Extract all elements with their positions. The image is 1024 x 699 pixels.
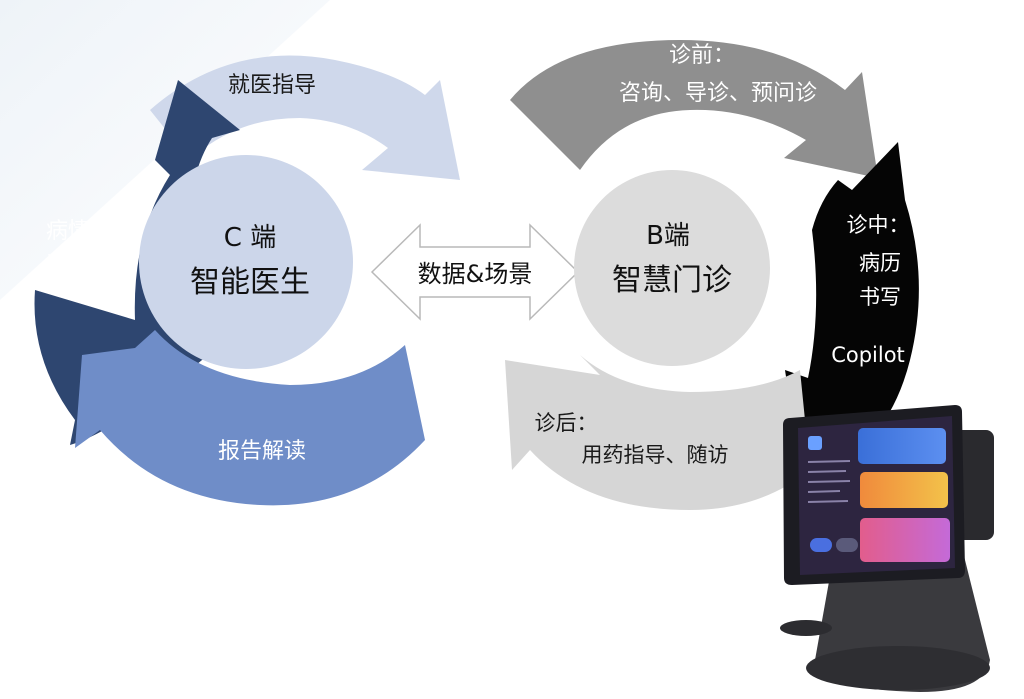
c-title-line1: C 端 — [224, 223, 276, 253]
center-link-label: 数据&场景 — [418, 260, 533, 288]
c-left-arrow-label-line2: 咨询 — [46, 253, 90, 278]
c-top-arrow-label: 就医指导 — [228, 73, 316, 98]
b-right-label-line2: 病历 — [859, 251, 901, 275]
c-left-arrow-label-line1: 病情 — [46, 219, 90, 244]
tablet-kiosk-icon — [780, 405, 994, 692]
b-right-label-line1: 诊中： — [847, 213, 910, 237]
c-top-arrow — [150, 55, 460, 180]
b-bottom-label-line1: 诊后： — [535, 411, 598, 435]
c-bottom-arrow — [75, 330, 425, 506]
b-top-arrow — [510, 40, 878, 178]
b-top-label-line2: 咨询、导诊、预问诊 — [619, 81, 817, 106]
b-bottom-label-line2: 用药指导、随访 — [582, 443, 729, 467]
b-top-label-line1: 诊前： — [669, 43, 735, 68]
c-title-line2: 智能医生 — [190, 265, 310, 300]
b-title-line2: 智慧门诊 — [612, 263, 732, 298]
b-right-label-line4: Copilot — [831, 343, 905, 367]
b-bottom-arrow — [505, 355, 810, 510]
b-right-label-line3: 书写 — [859, 285, 901, 309]
b-right-arrow — [785, 142, 919, 470]
b-title-line1: B端 — [646, 221, 690, 251]
c-bottom-arrow-label: 报告解读 — [218, 439, 306, 464]
c-left-arrow — [34, 80, 240, 445]
c-center-circle — [139, 155, 353, 369]
b-center-circle — [574, 170, 770, 366]
